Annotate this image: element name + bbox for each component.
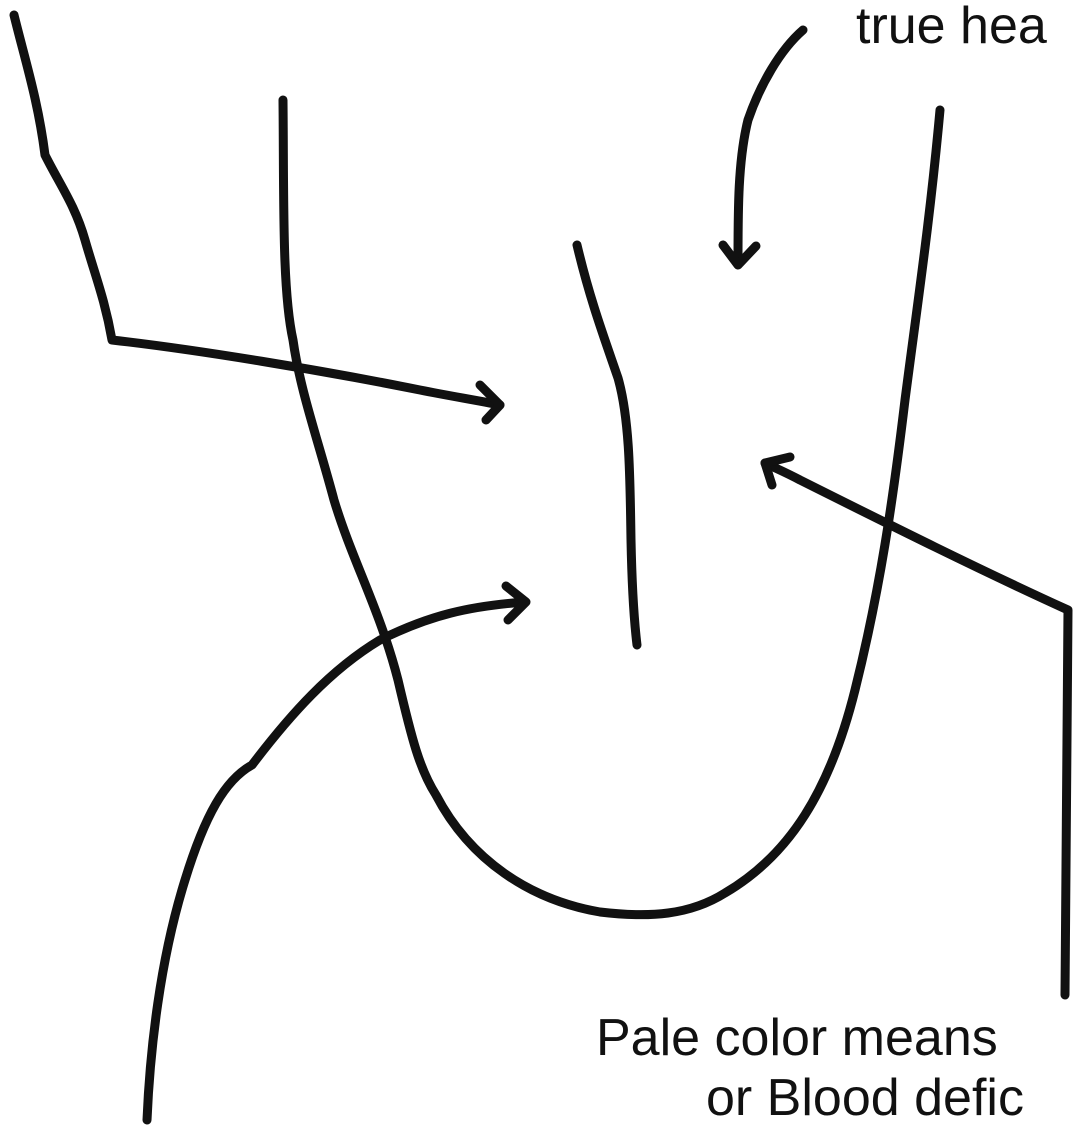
label-bottom-line-2: or Blood defic (706, 1072, 1024, 1124)
arrow-top-left (14, 15, 500, 405)
tongue-outline (283, 100, 940, 915)
center-crack-line (577, 245, 637, 645)
arrow-bottom-right (765, 463, 1068, 995)
label-bottom-line-1: Pale color means (596, 1012, 998, 1064)
arrow-top (738, 30, 803, 262)
label-top: true hea (856, 0, 1047, 52)
arrow-bottom-left (147, 602, 525, 1120)
